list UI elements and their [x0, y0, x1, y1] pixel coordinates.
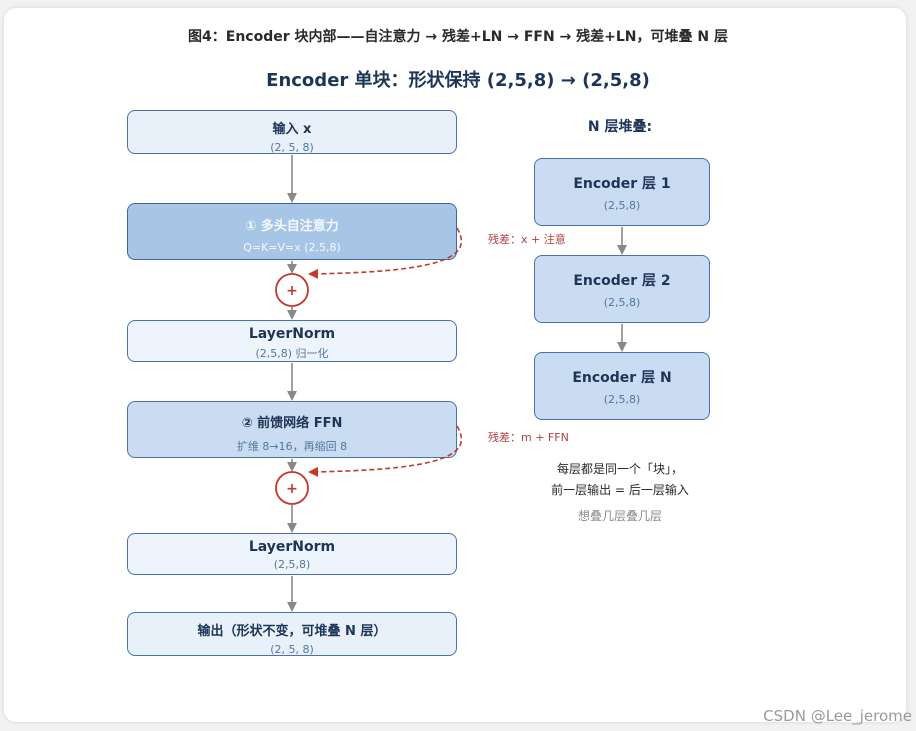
attention-sub: Q=K=V=x (2,5,8) [243, 241, 341, 254]
layernorm-2-box: LayerNorm (2,5,8) [127, 533, 457, 575]
encoder-layer-1-title: Encoder 层 1 [573, 176, 671, 192]
layernorm-2-sub: (2,5,8) [273, 558, 311, 571]
layernorm-2-title: LayerNorm [248, 539, 336, 555]
encoder-layer-2-shape: (2,5,8) [603, 296, 641, 309]
encoder-layer-2-title: Encoder 层 2 [573, 273, 671, 289]
residual-path-1 [308, 227, 463, 279]
stack-label: N 层堆叠: [587, 119, 653, 135]
watermark: CSDN @Lee_jerome [763, 707, 912, 725]
diagram-subtitle: Encoder 单块：形状保持 (2,5,8) → (2,5,8) [266, 70, 650, 91]
stack-note-line-1: 每层都是同一个「块」， [556, 462, 683, 476]
input-shape: (2, 5, 8) [270, 141, 314, 154]
encoder-layer-1-shape: (2,5,8) [603, 199, 641, 212]
stack-note-line-2: 前一层输出 = 后一层输入 [551, 483, 689, 497]
input-title: 输入 x [272, 122, 312, 137]
ffn-sub: 扩维 8→16，再缩回 8 [236, 440, 348, 453]
layernorm-1-sub: (2,5,8) 归一化 [255, 347, 329, 360]
figure-title: 图4：Encoder 块内部——自注意力 → 残差+LN → FFN → 残差+… [188, 29, 728, 45]
ffn-title: ② 前馈网络 FFN [241, 416, 343, 431]
add-node-2 [275, 471, 309, 505]
add-node-1-symbol: + [286, 283, 298, 299]
attention-title: ① 多头自注意力 [245, 219, 339, 234]
residual-label-2: 残差：m + FFN [488, 431, 569, 444]
layernorm-1-title: LayerNorm [248, 326, 336, 342]
ffn-box: ② 前馈网络 FFN 扩维 8→16，再缩回 8 [127, 401, 457, 458]
residual-path-2 [308, 425, 463, 477]
attention-box: ① 多头自注意力 Q=K=V=x (2,5,8) [127, 203, 457, 260]
encoder-layer-n-shape: (2,5,8) [603, 393, 641, 406]
add-node-1 [275, 273, 309, 307]
input-box: 输入 x (2, 5, 8) [127, 110, 457, 154]
output-box: 输出（形状不变，可堆叠 N 层） (2, 5, 8) [127, 612, 457, 656]
layernorm-1-box: LayerNorm (2,5,8) 归一化 [127, 320, 457, 362]
add-node-2-symbol: + [286, 481, 298, 497]
encoder-layer-n: Encoder 层 N (2,5,8) [534, 352, 710, 420]
encoder-layer-1: Encoder 层 1 (2,5,8) [534, 158, 710, 226]
output-title: 输出（形状不变，可堆叠 N 层） [197, 624, 387, 639]
residual-label-1: 残差：x + 注意 [488, 233, 566, 246]
encoder-layer-n-title: Encoder 层 N [572, 370, 672, 386]
encoder-layer-2: Encoder 层 2 (2,5,8) [534, 255, 710, 323]
output-shape: (2, 5, 8) [270, 643, 314, 656]
stack-note-gray: 想叠几层叠几层 [577, 509, 662, 523]
